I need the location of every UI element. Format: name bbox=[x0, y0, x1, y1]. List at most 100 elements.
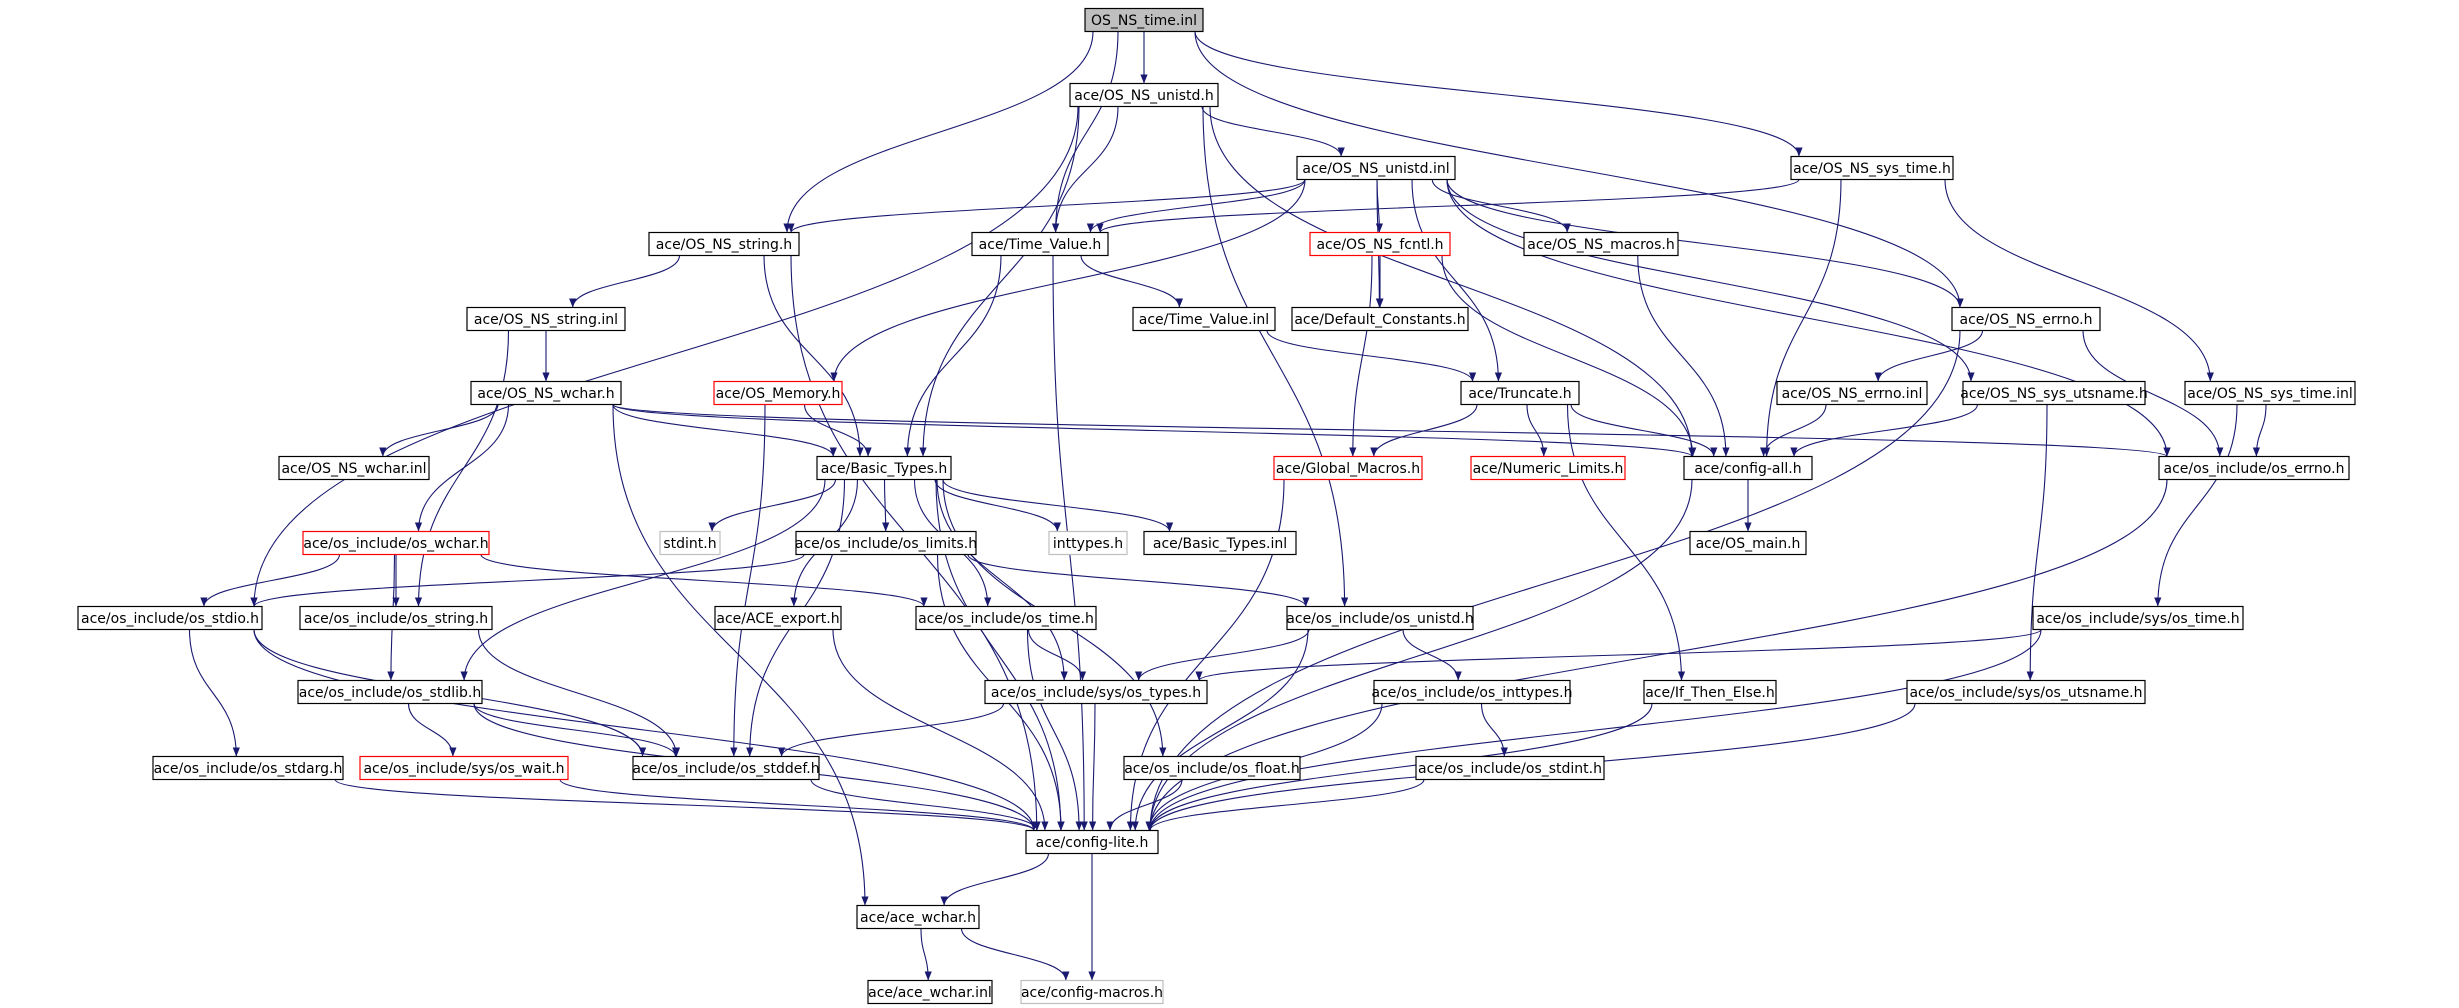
node-box bbox=[1084, 7, 1204, 33]
node-box bbox=[297, 679, 483, 705]
node-os-stdio[interactable]: ace/os_include/os_stdio.h bbox=[77, 605, 263, 631]
node-sys-os-types[interactable]: ace/os_include/sys/os_types.h bbox=[984, 679, 1208, 705]
edge-arrow bbox=[1080, 255, 1183, 308]
node-label: ace/OS_Memory.h bbox=[716, 386, 841, 402]
node-sys-os-wait[interactable]: ace/os_include/sys/os_wait.h bbox=[359, 755, 569, 781]
node-label: ace/Numeric_Limits.h bbox=[1473, 461, 1624, 477]
node-box bbox=[278, 455, 430, 481]
node-sys-os-utsname[interactable]: ace/os_include/sys/os_utsname.h bbox=[1906, 679, 2146, 705]
edge-os_wchar-to-os_time bbox=[480, 554, 928, 607]
node-wchar-h[interactable]: ace/OS_NS_wchar.h bbox=[470, 380, 622, 406]
node-box bbox=[1689, 530, 1807, 556]
node-box bbox=[359, 755, 569, 781]
node-box bbox=[713, 380, 843, 406]
node-label: ace/os_include/os_stddef.h bbox=[632, 761, 819, 777]
edge-if_then_else-to-config_lite bbox=[1146, 703, 1653, 831]
node-string-inl[interactable]: ace/OS_NS_string.inl bbox=[466, 306, 626, 332]
node-numeric-limits[interactable]: ace/Numeric_Limits.h bbox=[1470, 455, 1626, 481]
edge-sys_time_h-to-sys_time_inl bbox=[1944, 179, 2214, 382]
edge-unistd_h-to-basic_types_h bbox=[919, 106, 1080, 457]
node-ace-export[interactable]: ace/ACE_export.h bbox=[714, 605, 842, 631]
node-fcntl-h[interactable]: ace/OS_NS_fcntl.h bbox=[1309, 231, 1451, 257]
edge-arrow bbox=[1411, 179, 1502, 382]
edge-arrow bbox=[2082, 330, 2224, 457]
edge-sys_time_inl-to-os_errno bbox=[2252, 404, 2267, 457]
node-box bbox=[1683, 455, 1813, 481]
edge-time_value_h-to-time_value_inl bbox=[1080, 255, 1183, 308]
node-sys-time-inl[interactable]: ace/OS_NS_sys_time.inl bbox=[2184, 380, 2356, 406]
node-os-limits[interactable]: ace/os_include/os_limits.h bbox=[795, 530, 977, 556]
node-os-main[interactable]: ace/OS_main.h bbox=[1689, 530, 1807, 556]
node-label: ace/OS_NS_string.h bbox=[656, 237, 792, 253]
node-config-lite[interactable]: ace/config-lite.h bbox=[1025, 829, 1159, 855]
node-ace-wchar-h[interactable]: ace/ace_wchar.h bbox=[856, 904, 980, 930]
node-box bbox=[984, 679, 1208, 705]
node-os-stdlib[interactable]: ace/os_include/os_stdlib.h bbox=[297, 679, 483, 705]
node-time-value-inl[interactable]: ace/Time_Value.inl bbox=[1132, 306, 1276, 332]
node-label: ace/config-all.h bbox=[1694, 461, 1801, 477]
node-if-then-else[interactable]: ace/If_Then_Else.h bbox=[1643, 679, 1777, 705]
edge-errno_h-to-config_lite bbox=[1146, 330, 1961, 831]
node-os-float[interactable]: ace/os_include/os_float.h bbox=[1123, 755, 1301, 781]
node-os-errno[interactable]: ace/os_include/os_errno.h bbox=[2158, 455, 2350, 481]
node-sys-os-time[interactable]: ace/os_include/sys/os_time.h bbox=[2032, 605, 2244, 631]
node-stdint-h: stdint.h bbox=[659, 530, 721, 556]
node-ace-wchar-inl[interactable]: ace/ace_wchar.inl bbox=[867, 979, 993, 1005]
edge-arrow bbox=[379, 404, 499, 457]
node-box bbox=[632, 755, 820, 781]
edge-os_unistd-to-sys_os_types bbox=[1135, 629, 1310, 681]
node-memory-h[interactable]: ace/OS_Memory.h bbox=[713, 380, 843, 406]
node-time-value-h[interactable]: ace/Time_Value.h bbox=[971, 231, 1109, 257]
node-label: ace/Time_Value.inl bbox=[1139, 312, 1269, 328]
node-default-constants[interactable]: ace/Default_Constants.h bbox=[1291, 306, 1469, 332]
edge-arrow bbox=[559, 779, 1038, 831]
edge-root-to-errno_h bbox=[1194, 31, 1964, 308]
edge-memory_h-to-os_stddef bbox=[730, 404, 766, 757]
edge-arrow bbox=[1052, 31, 1119, 233]
node-os-unistd[interactable]: ace/os_include/os_unistd.h bbox=[1286, 605, 1474, 631]
node-wchar-inl[interactable]: ace/OS_NS_wchar.inl bbox=[278, 455, 430, 481]
node-basic-types-h[interactable]: ace/Basic_Types.h bbox=[816, 455, 952, 481]
node-os-stddef[interactable]: ace/os_include/os_stddef.h bbox=[632, 755, 820, 781]
node-unistd-h[interactable]: ace/OS_NS_unistd.h bbox=[1069, 82, 1219, 108]
edge-arrow bbox=[730, 404, 766, 757]
node-os-string[interactable]: ace/os_include/os_string.h bbox=[299, 605, 493, 631]
edge-arrow bbox=[1146, 779, 1425, 831]
node-os-time[interactable]: ace/os_include/os_time.h bbox=[915, 605, 1097, 631]
node-os-inttypes[interactable]: ace/os_include/os_inttypes.h bbox=[1372, 679, 1573, 705]
node-box bbox=[1296, 155, 1456, 181]
node-label: inttypes.h bbox=[1053, 536, 1123, 552]
nodes-layer: OS_NS_time.inlace/OS_NS_unistd.hace/OS_N… bbox=[77, 7, 2356, 1005]
node-label: ace/os_include/os_stdlib.h bbox=[299, 685, 481, 701]
edge-os_stdint-to-config_lite bbox=[1146, 779, 1425, 831]
node-box bbox=[1025, 829, 1159, 855]
edge-unistd_inl-to-string_h bbox=[787, 179, 1306, 233]
node-unistd-inl[interactable]: ace/OS_NS_unistd.inl bbox=[1296, 155, 1456, 181]
node-os-wchar[interactable]: ace/os_include/os_wchar.h bbox=[302, 530, 490, 556]
edge-arrow bbox=[2252, 404, 2267, 457]
node-box bbox=[1020, 979, 1164, 1005]
node-config-all[interactable]: ace/config-all.h bbox=[1683, 455, 1813, 481]
node-sys-time-h[interactable]: ace/OS_NS_sys_time.h bbox=[1790, 155, 1954, 181]
node-truncate-h[interactable]: ace/Truncate.h bbox=[1460, 380, 1580, 406]
edge-time_value_inl-to-truncate_h bbox=[1266, 330, 1477, 382]
edge-errno_inl-to-config_all bbox=[1760, 404, 1827, 457]
node-basic-types-inl[interactable]: ace/Basic_Types.inl bbox=[1143, 530, 1297, 556]
edge-arrow bbox=[940, 853, 1050, 906]
node-macros-h[interactable]: ace/OS_NS_macros.h bbox=[1523, 231, 1679, 257]
node-os-stdarg[interactable]: ace/os_include/os_stdarg.h bbox=[152, 755, 344, 781]
edge-arrow bbox=[1089, 703, 1097, 831]
node-errno-h[interactable]: ace/OS_NS_errno.h bbox=[1951, 306, 2101, 332]
edge-sys_utsname_h-to-config_all bbox=[1790, 404, 1979, 457]
edge-arrow bbox=[407, 703, 457, 757]
node-sys-utsname-h[interactable]: ace/OS_NS_sys_utsname.h bbox=[1960, 380, 2148, 406]
edge-arrow bbox=[1146, 703, 1653, 831]
edge-os_stdio-to-os_stdarg bbox=[188, 629, 240, 757]
node-global-macros[interactable]: ace/Global_Macros.h bbox=[1273, 455, 1423, 481]
node-os-stdint[interactable]: ace/os_include/os_stdint.h bbox=[1415, 755, 1605, 781]
edge-arrow bbox=[708, 479, 837, 532]
node-errno-inl[interactable]: ace/OS_NS_errno.inl bbox=[1776, 380, 1928, 406]
node-string-h[interactable]: ace/OS_NS_string.h bbox=[648, 231, 800, 257]
edge-errno_h-to-os_errno bbox=[2082, 330, 2224, 457]
node-label: ace/os_include/sys/os_wait.h bbox=[363, 761, 564, 777]
